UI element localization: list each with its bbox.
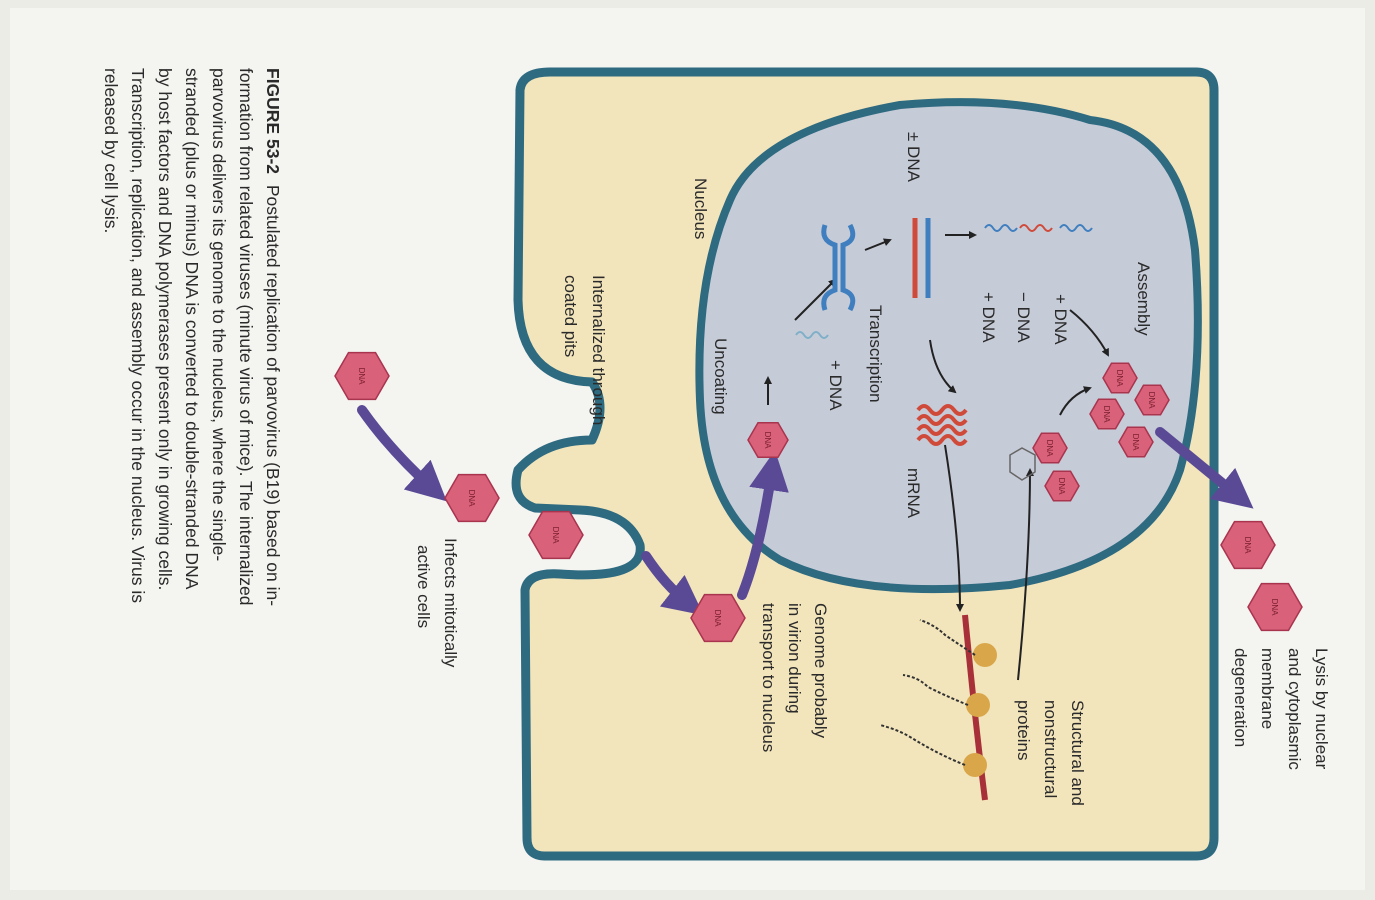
virion-dna-label: DNA bbox=[763, 432, 772, 450]
label-plus-dna: + DNA bbox=[1051, 294, 1070, 345]
figure-caption: FIGURE 53-2 Postulated replication of pa… bbox=[101, 68, 283, 606]
label-nucleus: Nucleus bbox=[691, 178, 710, 239]
caption-line-1: FIGURE 53-2 Postulated replication of pa… bbox=[263, 68, 283, 606]
label-pm-dna: ± DNA bbox=[904, 132, 923, 183]
virion-10: DNA bbox=[1090, 399, 1124, 428]
label-proteins-1: Structural and bbox=[1068, 700, 1087, 806]
caption-line-6: Transcription, replication, and assembly… bbox=[128, 68, 148, 603]
virion-dna-label: DNA bbox=[1147, 392, 1156, 410]
label-mrna: mRNA bbox=[904, 468, 923, 519]
label-lysis-1: Lysis by nuclear bbox=[1312, 648, 1331, 770]
label-plus-dna-2: + DNA bbox=[979, 292, 998, 343]
caption-line-7: released by cell lysis. bbox=[101, 68, 121, 233]
label-uncoating: Uncoating bbox=[711, 338, 730, 415]
virion-8: DNA bbox=[1103, 363, 1137, 392]
virion-9: DNA bbox=[1135, 385, 1169, 414]
label-lysis-4: degeneration bbox=[1231, 648, 1250, 747]
label-lysis-2: and cytoplasmic bbox=[1285, 648, 1304, 770]
label-infects-1: Infects mitotically bbox=[441, 538, 460, 668]
label-genome-2: in virion during bbox=[785, 603, 804, 714]
caption-line-4: stranded (plus or minus) DNA is converte… bbox=[182, 68, 202, 590]
label-minus-dna: − DNA bbox=[1014, 292, 1033, 343]
caption-line-2: formation from related viruses (minute v… bbox=[236, 68, 256, 606]
virion-dna-label: DNA bbox=[357, 368, 366, 386]
label-transcription: Transcription bbox=[866, 305, 885, 403]
virion-11: DNA bbox=[1119, 427, 1153, 456]
virion-dna-label: DNA bbox=[1045, 440, 1054, 458]
caption-title: FIGURE 53-2 bbox=[263, 68, 283, 174]
virion-dna-label: DNA bbox=[1131, 434, 1140, 452]
virion-dna-label: DNA bbox=[1102, 406, 1111, 424]
label-assembly: Assembly bbox=[1134, 262, 1153, 336]
label-lysis-3: membrane bbox=[1258, 648, 1277, 729]
virion-dna-label: DNA bbox=[1057, 478, 1066, 496]
caption-text-1: Postulated replication of parvovirus (B1… bbox=[263, 185, 283, 606]
virion-dna-label: DNA bbox=[713, 610, 722, 628]
label-proteins-3: proteins bbox=[1014, 700, 1033, 760]
virion-7: DNA bbox=[1045, 471, 1079, 500]
label-genome-3: transport to nucleus bbox=[759, 603, 778, 752]
label-infects-2: active cells bbox=[414, 545, 433, 628]
virion-6: DNA bbox=[1033, 433, 1067, 462]
virion-dna-label: DNA bbox=[1270, 599, 1279, 617]
caption-line-5: by host factors and DNA polymerases pres… bbox=[155, 68, 175, 590]
virion-dna-label: DNA bbox=[467, 490, 476, 508]
label-proteins-2: nonstructural bbox=[1041, 700, 1060, 798]
virion-dna-label: DNA bbox=[551, 527, 560, 545]
label-genome-1: Genome probably bbox=[811, 603, 830, 739]
virion-dna-label: DNA bbox=[1243, 537, 1252, 555]
caption-line-3: parvovirus delivers its genome to the nu… bbox=[209, 68, 229, 561]
label-internalized-1: Internalized through bbox=[589, 275, 608, 425]
label-internalized-2: coated pits bbox=[561, 275, 580, 357]
nucleus bbox=[699, 102, 1197, 589]
label-uncoating-dna: + DNA bbox=[826, 360, 845, 411]
virion-dna-label: DNA bbox=[1115, 370, 1124, 388]
